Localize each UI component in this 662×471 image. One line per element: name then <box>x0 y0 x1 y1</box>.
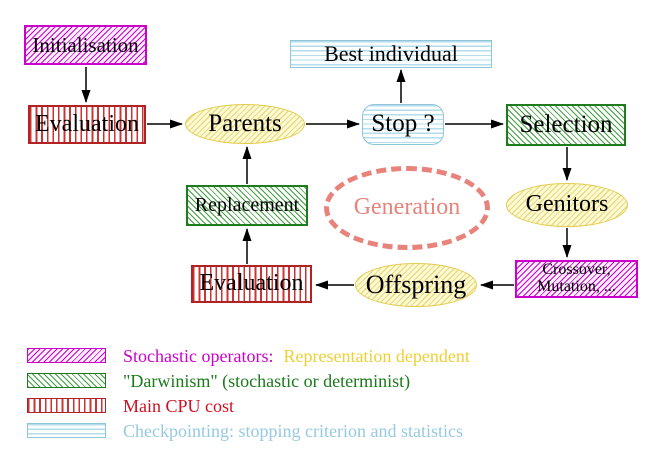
node-generation: Generation <box>324 166 490 250</box>
legend-row-checkpointing: Checkpointing: stopping criterion and st… <box>123 421 463 441</box>
legend-swatch-checkpointing <box>27 423 106 438</box>
legend-swatch-darwinism <box>27 373 106 388</box>
node-replacement: Replacement <box>186 185 308 226</box>
legend-swatch-stochastic <box>27 348 106 363</box>
node-best-individual: Best individual <box>290 40 492 68</box>
node-offspring: Offspring <box>355 263 477 307</box>
node-initialisation: Initialisation <box>24 25 147 65</box>
node-selection: Selection <box>506 104 626 146</box>
crossover-line2: Mutation, ... <box>537 278 616 295</box>
node-evaluation-top: Evaluation <box>28 105 146 144</box>
legend-row-cpu: Main CPU cost <box>123 396 235 416</box>
legend-row-darwinism: "Darwinism" (stochastic or determinist) <box>123 371 411 391</box>
legend-label-stochastic: Stochastic operators: <box>123 346 274 366</box>
node-crossover-mutation: Crossover, Mutation, ... <box>515 260 638 298</box>
legend-value-stochastic: Representation dependent <box>283 346 470 366</box>
node-stop: Stop ? <box>362 104 444 145</box>
node-genitors: Genitors <box>506 183 628 227</box>
legend-swatch-cpu <box>27 398 106 413</box>
crossover-line1: Crossover, <box>542 261 611 279</box>
node-evaluation-bottom: Evaluation <box>191 265 312 303</box>
legend-row-stochastic: Stochastic operators: Representation depe… <box>123 346 470 366</box>
node-parents: Parents <box>185 104 305 144</box>
